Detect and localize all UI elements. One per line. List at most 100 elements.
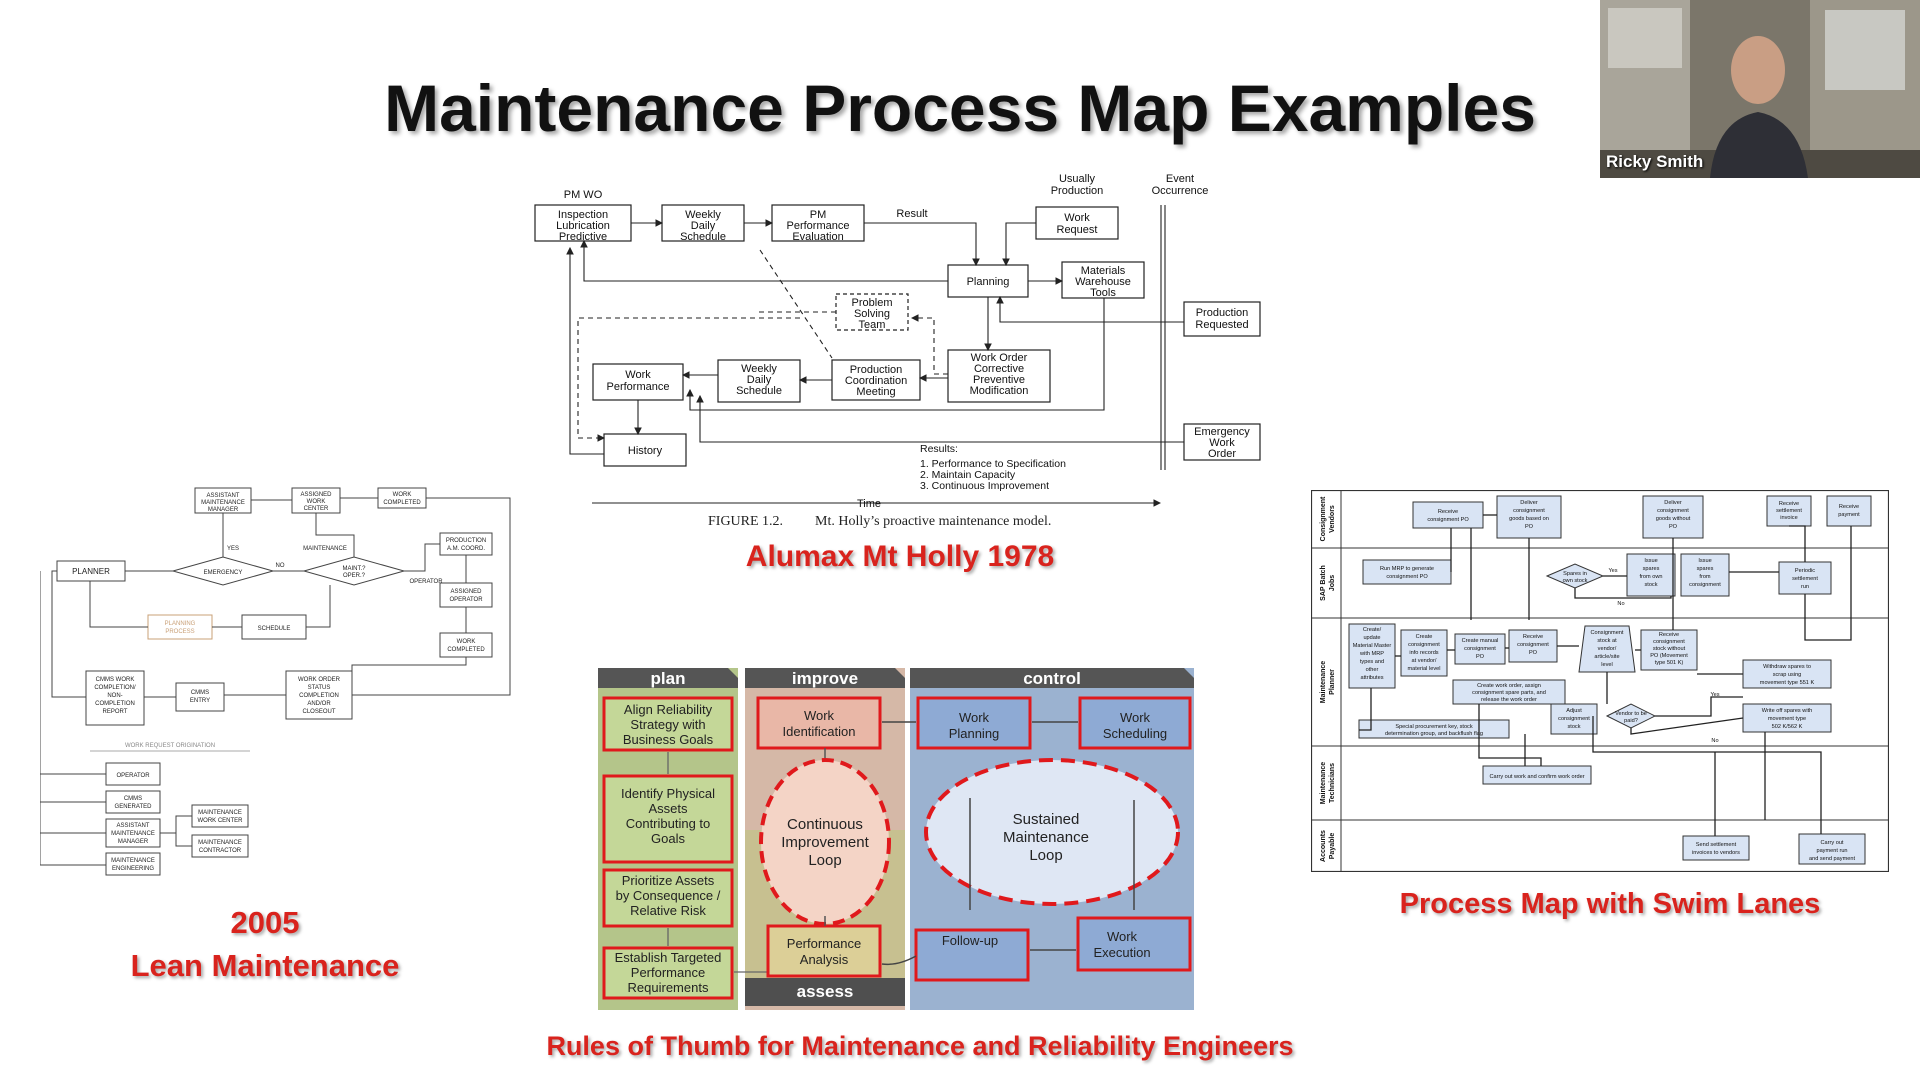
swim-yes-1: Yes — [1608, 568, 1617, 574]
swim-lane-5a: Accounts — [1320, 830, 1327, 862]
swim-create-master-6: other — [1366, 667, 1379, 673]
swim-adjust-1: Adjust — [1566, 708, 1582, 714]
mt-coord-3: Meeting — [856, 386, 895, 398]
swim-carry-payment-3: and send payment — [1809, 856, 1855, 862]
swim-issue-own-1: Issue — [1644, 558, 1657, 564]
rules-prioritize-2: by Consequence / — [616, 888, 721, 903]
mt-wo-3: Preventive — [973, 374, 1025, 386]
swim-deliver-po-1: Deliver — [1520, 500, 1538, 506]
swim-receive-invoice-1: Receive — [1779, 501, 1799, 507]
swim-receive-cpo-3: PO — [1529, 650, 1538, 656]
lean-assigned-operator-2: OPERATOR — [449, 597, 483, 603]
caption-swim-lanes: Process Map with Swim Lanes — [1399, 888, 1821, 920]
lean-maint-oper-1: MAINT.? — [342, 566, 366, 572]
mt-result: Result — [896, 208, 927, 220]
rules-continuous-loop-2: Improvement — [781, 834, 869, 851]
rules-performance-analysis-2: Analysis — [800, 952, 849, 967]
swim-adjust-3: stock — [1567, 724, 1580, 730]
swim-create-master-7: attributes — [1360, 675, 1383, 681]
swim-deliver-po-3: goods based on — [1509, 516, 1549, 522]
swim-create-manual-2: consignment — [1464, 646, 1496, 652]
swim-spares-q-2: own stock — [1563, 578, 1588, 584]
lean-work-completed-bottom-2: COMPLETED — [447, 647, 485, 653]
lean-maint-work-center-1: MAINTENANCE — [198, 810, 242, 816]
lean-no: NO — [276, 563, 285, 569]
mt-figure-label: FIGURE 1.2. — [708, 514, 783, 529]
swim-withdraw-2: scrap using — [1773, 672, 1802, 678]
lean-cmms-generated-2: GENERATED — [115, 804, 153, 810]
lean-maint-oper-2: OPER.? — [343, 573, 366, 579]
rules-sustained-loop-3: Loop — [1029, 847, 1062, 864]
swim-lane-2b: Jobs — [1329, 575, 1336, 591]
mt-event-2: Occurrence — [1152, 185, 1209, 197]
swim-no-2: No — [1711, 738, 1718, 744]
swim-consign-stock-1: Consignment — [1591, 630, 1624, 636]
mt-usually-2: Production — [1051, 185, 1104, 197]
mt-results-1: 1. Performance to Specification — [920, 458, 1066, 470]
lean-maint-contractor-1: MAINTENANCE — [198, 840, 242, 846]
swim-create-wo-1: Create work order, assign — [1477, 683, 1541, 689]
swim-periodic-1: Periodic — [1795, 568, 1815, 574]
swim-issue-consign-3: from — [1699, 574, 1711, 580]
lean-work-completed-top-1: WORK — [393, 492, 412, 498]
swim-lane-1a: Consignment — [1320, 496, 1327, 541]
mt-problem-1: Problem — [852, 297, 893, 309]
lean-planning-process-2: PROCESS — [165, 629, 194, 635]
swim-consign-stock-2: stock at — [1597, 638, 1617, 644]
swim-send-invoices-1: Send settlement — [1696, 842, 1737, 848]
swim-lane-3b: Planner — [1329, 669, 1336, 695]
rules-align-1: Align Reliability — [624, 702, 713, 717]
lean-asst-mgr2-2: MAINTENANCE — [111, 831, 155, 837]
lean-closeout-2: STATUS — [308, 685, 331, 691]
swim-vendor-q-2: paid? — [1624, 718, 1638, 724]
swim-write-off-1: Write off spares with — [1762, 708, 1812, 714]
mt-weekly-mid-1: Weekly — [741, 363, 777, 375]
mt-emerg-2: Work — [1209, 437, 1235, 449]
caption-rules: Rules of Thumb for Maintenance and Relia… — [546, 1031, 1294, 1061]
mt-weekly-top-3: Schedule — [680, 231, 726, 243]
rules-prioritize-1: Prioritize Assets — [622, 873, 715, 888]
rules-plan-header: plan — [651, 669, 686, 688]
swim-receive-stock-1: Receive — [1659, 632, 1679, 638]
mt-planning: Planning — [967, 276, 1010, 288]
rules-work-scheduling-2: Scheduling — [1103, 726, 1167, 741]
swim-receive-invoice-2: settlement — [1776, 508, 1802, 514]
rules-of-thumb-diagram: plan improve control assess Align Reliab… — [598, 668, 1194, 1010]
swim-no-1: No — [1617, 601, 1624, 607]
lean-assigned-center-3: CENTER — [304, 506, 329, 512]
swim-write-off-3: 502 K/562 K — [1772, 724, 1803, 730]
swim-receive-cpo-2: consignment — [1517, 642, 1549, 648]
webcam-video: Ricky Smith — [1600, 0, 1920, 178]
rules-continuous-loop-3: Loop — [808, 852, 841, 869]
swim-run-mrp-2: consignment PO — [1386, 574, 1428, 580]
mt-materials-1: Materials — [1081, 265, 1126, 277]
swim-create-info-5: material level — [1408, 666, 1441, 672]
lean-assigned-operator-1: ASSIGNED — [450, 589, 482, 595]
rules-establish-3: Requirements — [628, 980, 709, 995]
swim-lane-1b: Vendors — [1329, 505, 1336, 533]
mt-work-perf-2: Performance — [607, 381, 670, 393]
swim-lane-3a: Maintenance — [1320, 661, 1327, 704]
swim-deliver-po-2: consignment — [1513, 508, 1545, 514]
swim-create-info-4: at vendor/ — [1412, 658, 1437, 664]
mt-pm-eval-1: PM — [810, 209, 827, 221]
lean-prod-coord-2: A.M. COORD. — [447, 546, 485, 552]
rules-align-3: Business Goals — [623, 732, 714, 747]
swim-lane-4b: Technicians — [1329, 763, 1336, 803]
mt-work-request-2: Request — [1057, 224, 1098, 236]
mt-inspection-2: Lubrication — [556, 220, 610, 232]
lean-cmms-report-2: COMPLETION/ — [94, 685, 136, 691]
mt-wo-2: Corrective — [974, 363, 1024, 375]
swim-deliver-nopo-4: PO — [1669, 524, 1678, 530]
mt-weekly-mid-2: Daily — [747, 374, 772, 386]
swim-create-info-1: Create — [1416, 634, 1433, 640]
rules-align-2: Strategy with — [630, 717, 705, 732]
lean-asst-mgr2-3: MANAGER — [118, 839, 149, 845]
swim-lane-4a: Maintenance — [1320, 762, 1327, 805]
lean-schedule: SCHEDULE — [258, 626, 291, 632]
lean-planner: PLANNER — [72, 567, 110, 576]
swim-special-1: Special procurement key, stock — [1395, 724, 1473, 730]
swim-issue-own-4: stock — [1644, 582, 1657, 588]
lean-cmms-report-1: CMMS WORK — [96, 677, 135, 683]
rules-work-identification-1: Work — [804, 708, 835, 723]
